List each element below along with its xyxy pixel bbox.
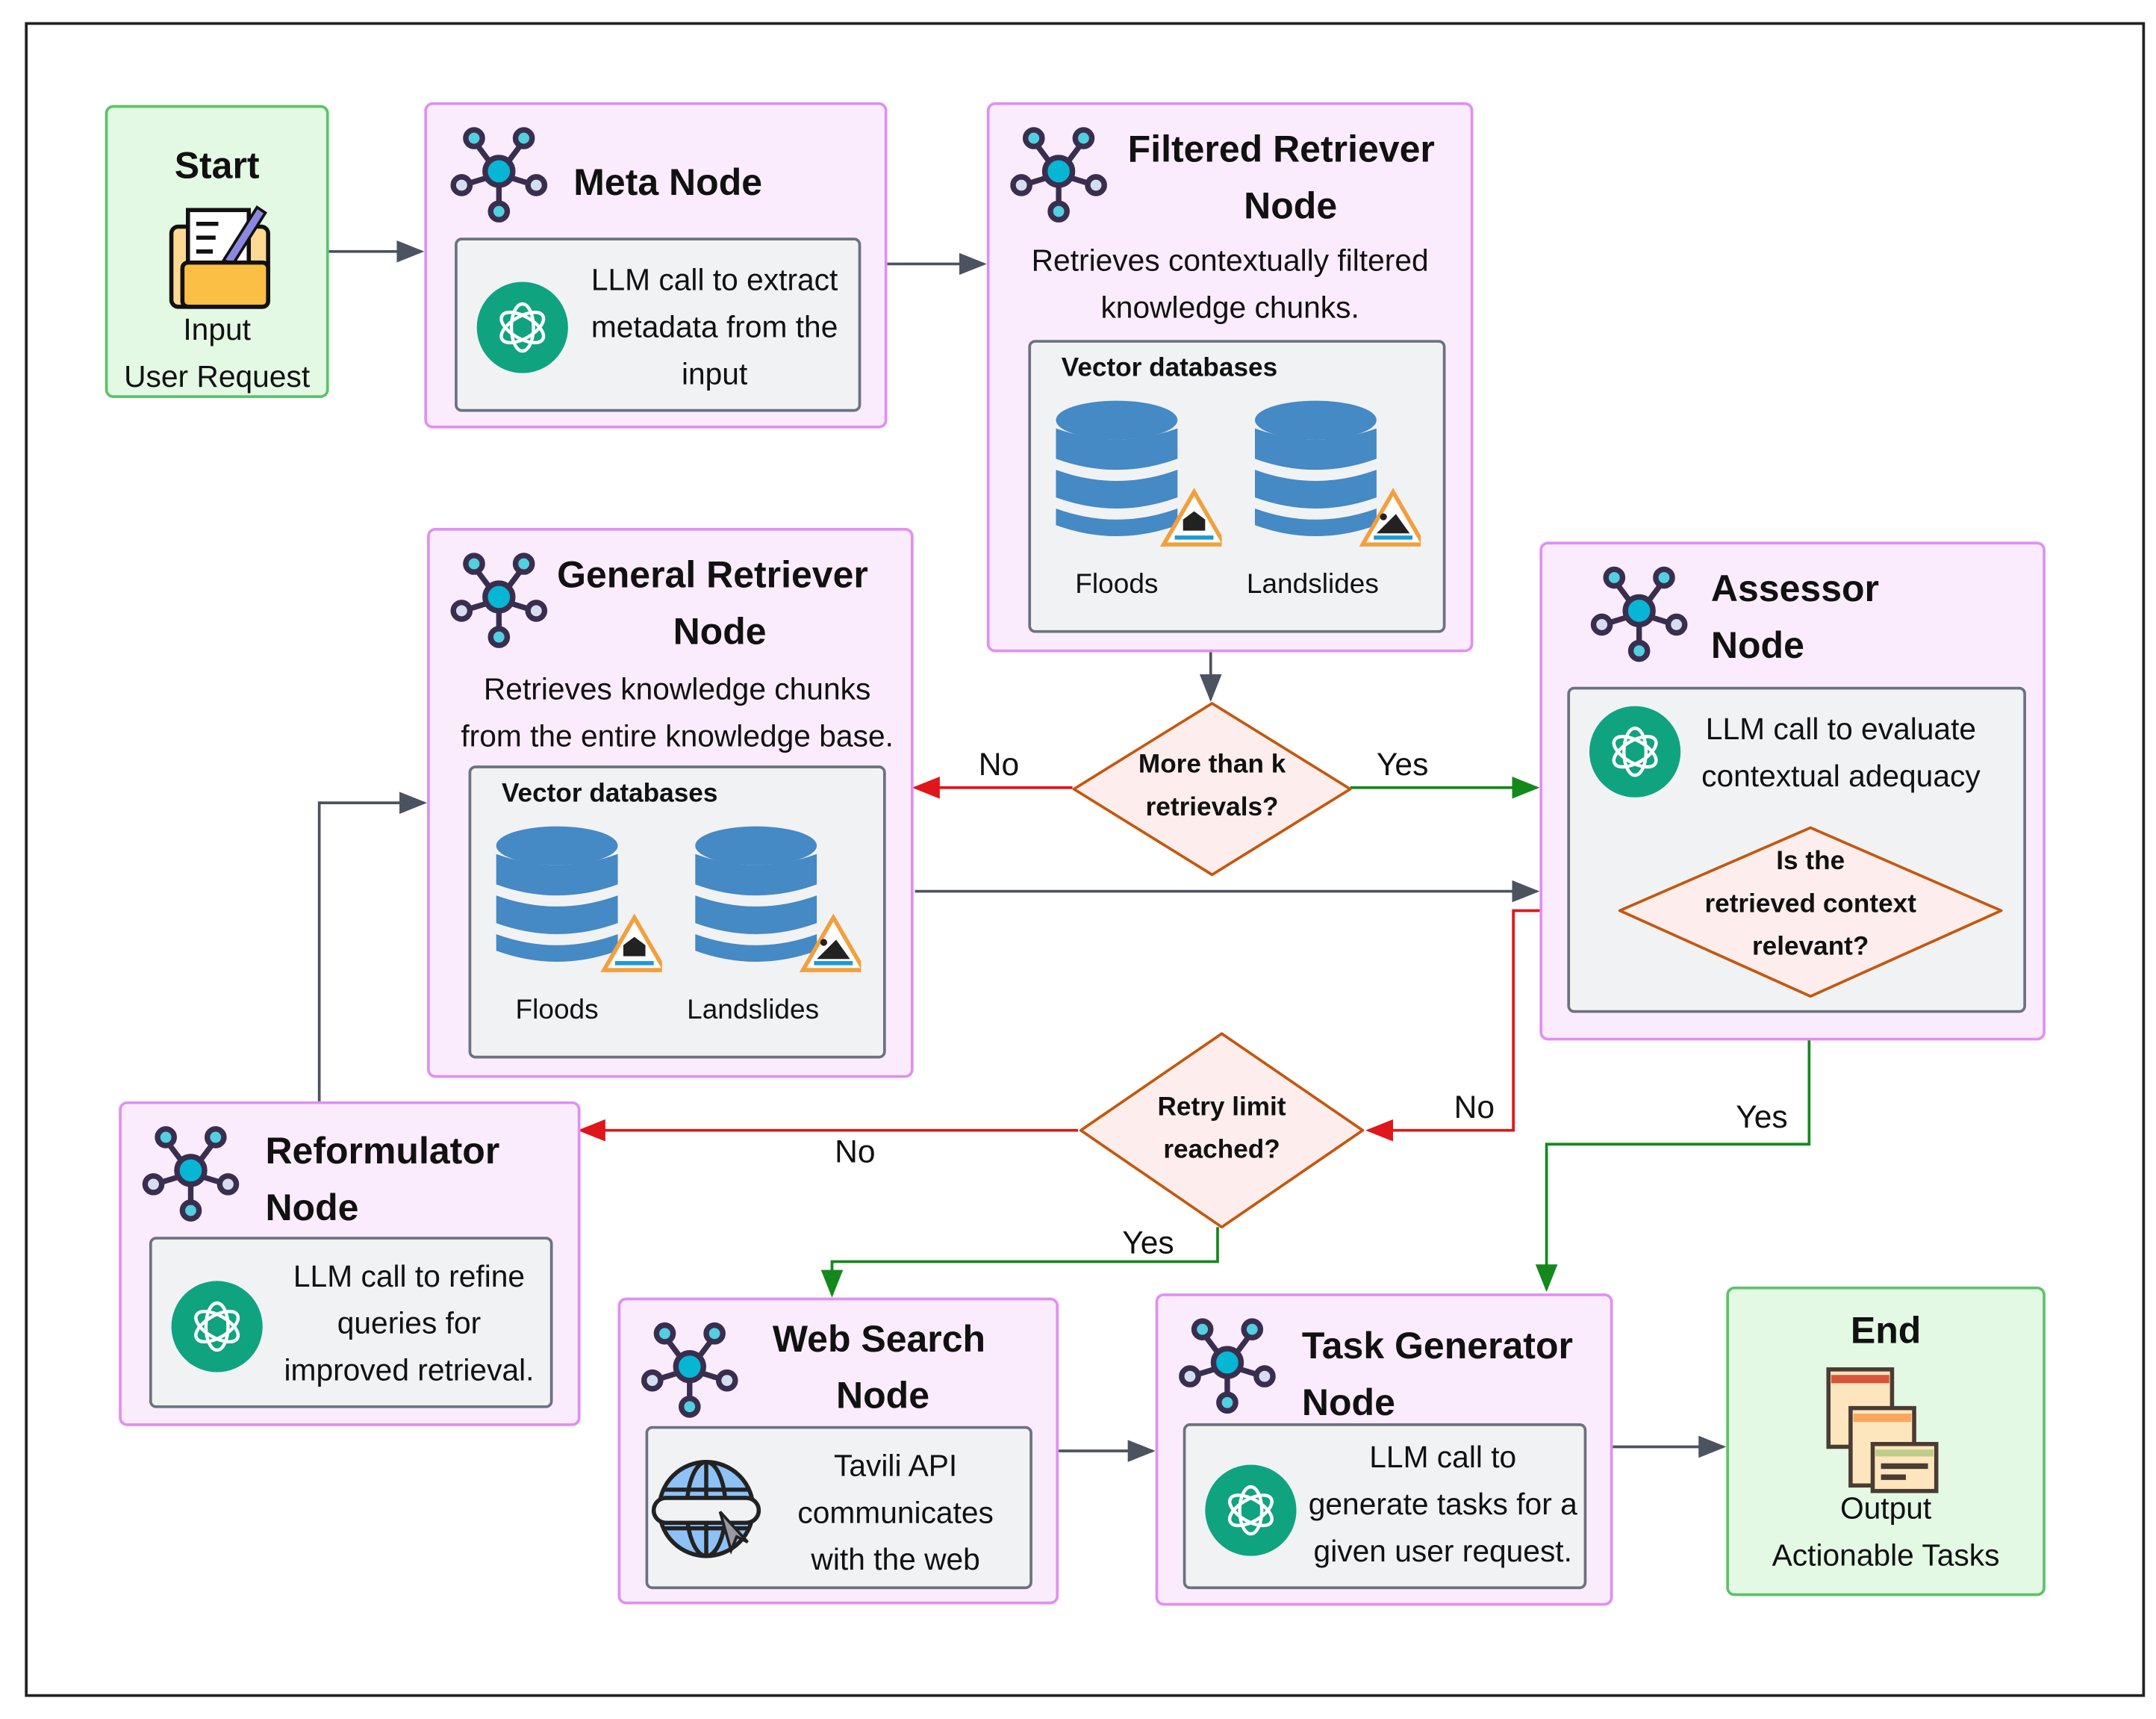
meta-desc-2: metadata from the xyxy=(591,309,838,344)
meta-desc-1: LLM call to extract xyxy=(591,262,838,297)
node-hub-icon xyxy=(141,1123,240,1222)
general-title-1: General Retriever xyxy=(557,554,868,596)
task-generator-desc-1: LLM call to xyxy=(1369,1440,1517,1475)
start-node: Start Input User Request xyxy=(105,105,329,398)
end-line1: Output xyxy=(1839,1490,1932,1526)
filtered-db-landslides: Landslides xyxy=(1246,569,1379,600)
decision-context-relevant xyxy=(1618,826,2003,998)
general-title-2: Node xyxy=(673,610,767,653)
reformulator-node: Reformulator Node LLM call to refine que… xyxy=(119,1101,581,1426)
node-hub-icon xyxy=(640,1319,739,1419)
web-search-globe-icon xyxy=(651,1460,761,1558)
task-generator-title-1: Task Generator xyxy=(1301,1325,1573,1367)
filtered-retriever-node: Filtered Retriever Node Retrieves contex… xyxy=(986,102,1474,653)
node-hub-icon xyxy=(449,550,549,649)
assessor-yes-label: Yes xyxy=(1736,1098,1788,1135)
decision-relevant-line2: retrieved context xyxy=(1704,889,1916,919)
landslide-database-icon xyxy=(695,824,861,976)
reformulator-title-1: Reformulator xyxy=(265,1130,500,1172)
flood-database-icon xyxy=(496,824,662,976)
assessor-desc-2: contextual adequacy xyxy=(1701,758,1981,794)
web-search-desc-2: communicates xyxy=(797,1495,994,1530)
decision-k-yes-label: Yes xyxy=(1376,746,1429,783)
web-search-desc-3: with the web xyxy=(811,1542,980,1577)
task-generator-node: Task Generator Node LLM call to generate… xyxy=(1155,1293,1613,1606)
filtered-desc-1: Retrieves contextually filtered xyxy=(1031,243,1429,278)
openai-icon xyxy=(476,282,568,373)
decision-retry-no-label: No xyxy=(835,1133,876,1169)
filtered-db-box: Vector databases Floods Landslides xyxy=(1028,340,1446,633)
filtered-db-floods: Floods xyxy=(1075,569,1159,600)
task-generator-desc-2: generate tasks for a xyxy=(1308,1487,1577,1522)
reformulator-llm-box: LLM call to refine queries for improved … xyxy=(149,1237,553,1408)
decision-retry-limit xyxy=(1079,1032,1365,1229)
meta-node-title: Meta Node xyxy=(573,161,763,204)
node-hub-icon xyxy=(1589,564,1689,663)
node-hub-icon xyxy=(449,125,549,224)
general-retriever-node: General Retriever Node Retrieves knowled… xyxy=(427,527,914,1078)
meta-desc-3: input xyxy=(681,356,748,391)
general-db-label: Vector databases xyxy=(502,779,718,809)
decision-relevant-line1: Is the xyxy=(1776,847,1845,877)
openai-icon xyxy=(1589,706,1681,798)
openai-icon xyxy=(171,1281,263,1373)
meta-llm-box: LLM call to extract metadata from the in… xyxy=(455,237,862,412)
task-list-icon xyxy=(1826,1367,1939,1493)
end-line2: Actionable Tasks xyxy=(1772,1538,2000,1573)
web-search-title-1: Web Search xyxy=(772,1318,986,1360)
assessor-no-label: No xyxy=(1454,1089,1495,1125)
filtered-db-label: Vector databases xyxy=(1061,353,1278,383)
web-search-api-box: Tavili API communicates with the web xyxy=(645,1426,1032,1590)
general-db-floods: Floods xyxy=(515,995,599,1026)
start-line2: User Request xyxy=(124,359,311,394)
general-db-landslides: Landslides xyxy=(687,995,820,1026)
assessor-title-2: Node xyxy=(1710,624,1804,666)
decision-retry-yes-label: Yes xyxy=(1122,1224,1174,1261)
web-search-title-2: Node xyxy=(836,1375,929,1417)
node-hub-icon xyxy=(1177,1316,1277,1415)
landslide-database-icon xyxy=(1255,398,1421,550)
flood-database-icon xyxy=(1056,398,1221,550)
meta-node: Meta Node LLM call to extract metadata f… xyxy=(424,102,888,429)
filtered-desc-2: knowledge chunks. xyxy=(1100,290,1359,325)
assessor-desc-1: LLM call to evaluate xyxy=(1705,712,1977,747)
general-desc-1: Retrieves knowledge chunks xyxy=(483,671,871,706)
filtered-title-2: Node xyxy=(1244,184,1338,227)
node-hub-icon xyxy=(1009,125,1108,224)
decision-k-line2: retrievals? xyxy=(1145,793,1279,823)
task-generator-desc-3: given user request. xyxy=(1313,1534,1572,1569)
web-search-node: Web Search Node Tavili API communicates … xyxy=(617,1297,1059,1605)
web-search-desc-1: Tavili API xyxy=(833,1448,958,1483)
document-folder-icon xyxy=(169,205,270,309)
task-generator-llm-box: LLM call to generate tasks for a given u… xyxy=(1183,1423,1587,1590)
task-generator-title-2: Node xyxy=(1301,1381,1395,1424)
general-desc-2: from the entire knowledge base. xyxy=(461,718,894,753)
reformulator-title-2: Node xyxy=(265,1187,359,1229)
decision-retry-line1: Retry limit xyxy=(1157,1092,1286,1122)
assessor-title-1: Assessor xyxy=(1710,568,1880,610)
decision-k-line1: More than k xyxy=(1138,750,1286,780)
start-line1: Input xyxy=(183,312,251,347)
reformulator-desc-3: improved retrieval. xyxy=(284,1352,535,1387)
reformulator-desc-2: queries for xyxy=(337,1305,482,1340)
decision-retry-line2: reached? xyxy=(1163,1136,1280,1165)
filtered-title-1: Filtered Retriever xyxy=(1127,128,1435,170)
decision-k-no-label: No xyxy=(978,746,1020,783)
decision-relevant-line3: relevant? xyxy=(1751,933,1869,962)
end-node: End Output Actionable Tasks xyxy=(1726,1286,2046,1597)
general-db-box: Vector databases Floods Landslides xyxy=(468,765,886,1059)
end-title: End xyxy=(1850,1310,1922,1352)
openai-icon xyxy=(1205,1464,1297,1556)
start-title: Start xyxy=(174,145,260,187)
decision-more-than-k xyxy=(1072,702,1352,877)
reformulator-desc-1: LLM call to refine xyxy=(293,1258,526,1294)
